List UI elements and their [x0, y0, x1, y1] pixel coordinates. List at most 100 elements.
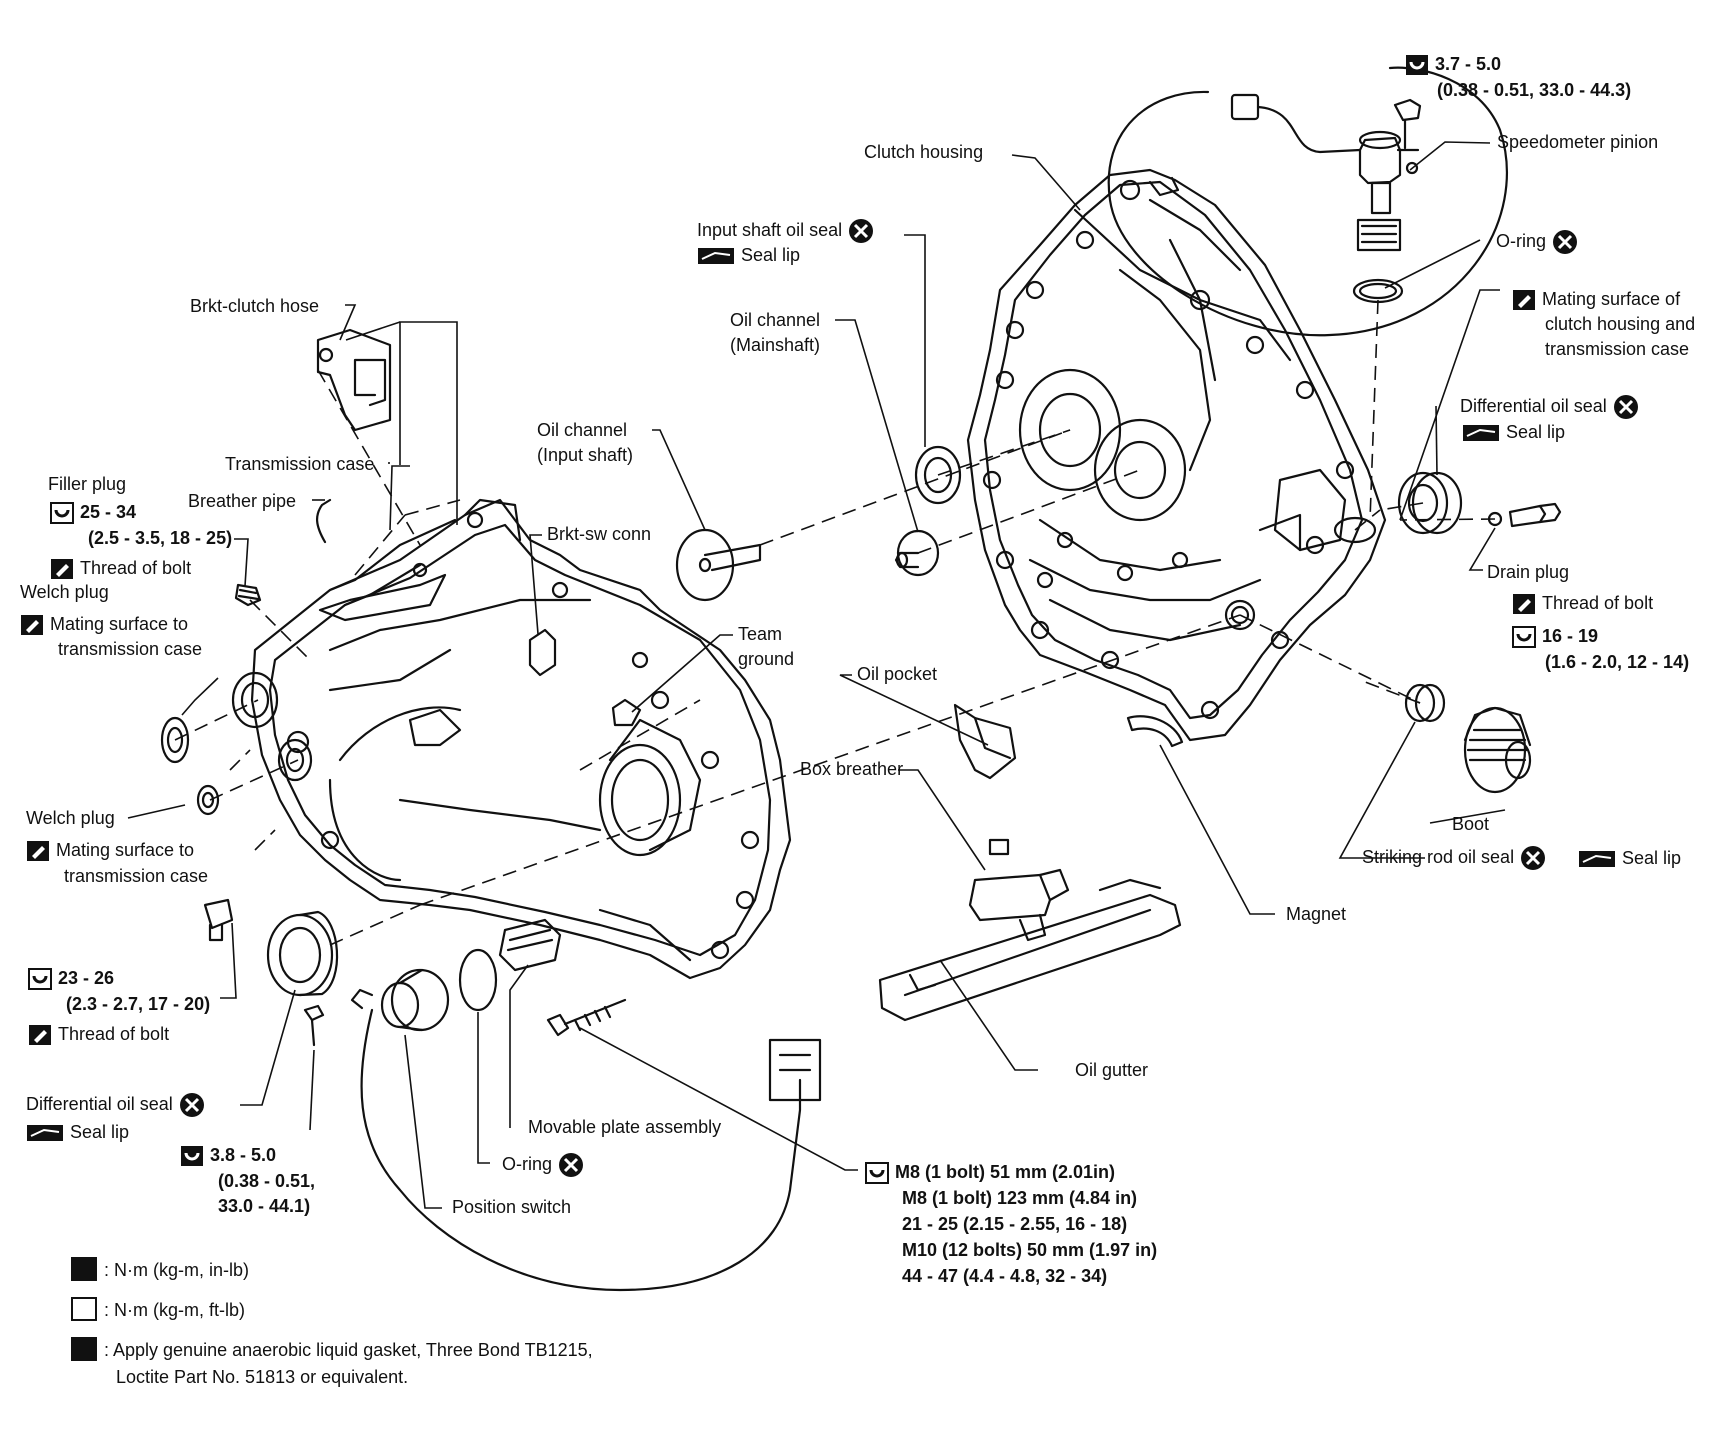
bolt-spec-line-5: 44 - 47 (4.4 - 4.8, 32 - 34) — [902, 1266, 1108, 1286]
striking-rod-oil-seal-label: Striking rod oil seal — [1362, 847, 1515, 867]
speedometer-pinion-drawing — [1107, 66, 1508, 337]
mating-surface-to-lower-label-2: transmission case — [64, 866, 209, 886]
filler-torque-value: 25 - 34 — [80, 502, 137, 522]
legend-icons — [71, 1257, 97, 1361]
position-switch-label: Position switch — [452, 1197, 572, 1217]
team-ground-sub-label: ground — [738, 649, 795, 669]
bolt-spec-line-1: M8 (1 bolt) 51 mm (2.01in) — [895, 1162, 1116, 1182]
oil-channel-mainshaft-drawing — [894, 529, 940, 577]
welch-plug-upper-label: Welch plug — [20, 582, 109, 602]
long-bolt-drawing — [546, 998, 627, 1037]
o-ring-upper-label: O-ring — [1496, 231, 1547, 251]
mating-surface-to-lower-label: Mating surface to — [56, 840, 195, 860]
legend-ft-lb: : N·m (kg-m, ft-lb) — [104, 1300, 245, 1320]
oil-channel-mainshaft-label: Oil channel — [730, 310, 821, 330]
bolt-spec-line-3: 21 - 25 (2.15 - 2.55, 16 - 18) — [902, 1214, 1128, 1234]
transmission-case-label: Transmission case — [225, 454, 375, 474]
mating-surface-clutch-label-3: transmission case — [1545, 339, 1690, 359]
plug-torque-value: 23 - 26 — [58, 968, 115, 988]
torque-in-lb-icon — [71, 1257, 97, 1281]
filler-torque-values: (2.5 - 3.5, 18 - 25) — [88, 528, 233, 548]
boot-drawing — [1463, 706, 1532, 794]
differential-oil-seal-left-label: Differential oil seal — [26, 1094, 173, 1114]
drain-torque-value: 16 - 19 — [1542, 626, 1599, 646]
drain-plug-label: Drain plug — [1487, 562, 1570, 582]
switch-torque-values: (0.38 - 0.51, — [218, 1171, 316, 1191]
boot-label: Boot — [1452, 814, 1490, 834]
oil-pocket-drawing — [953, 703, 1017, 780]
oil-gutter-label: Oil gutter — [1075, 1060, 1149, 1080]
liquid-gasket-icon — [29, 1025, 51, 1046]
oil-channel-input-sub-label: (Input shaft) — [537, 445, 634, 465]
speedo-torque-value: 3.7 - 5.0 — [1435, 54, 1502, 74]
oil-channel-input-shaft-drawing — [675, 528, 762, 602]
liquid-gasket-icon — [1513, 290, 1535, 311]
oil-pocket-label: Oil pocket — [857, 664, 938, 684]
liquid-gasket-icon — [1513, 594, 1535, 615]
brkt-sw-conn-drawing — [528, 628, 557, 677]
oil-channel-mainshaft-sub-label: (Mainshaft) — [730, 335, 821, 355]
leader-lines — [127, 141, 1506, 1209]
magnet-drawing — [1126, 715, 1184, 748]
liquid-gasket-icon — [27, 841, 49, 862]
replace-x-icon — [849, 219, 874, 244]
mating-surface-to-upper-label-2: transmission case — [58, 639, 203, 659]
differential-oil-seal-left-drawing — [266, 910, 339, 997]
legend-gasket-2: Loctite Part No. 51813 or equivalent. — [116, 1367, 409, 1387]
o-ring-lower-label: O-ring — [502, 1154, 553, 1174]
movable-plate-assembly-drawing — [498, 918, 562, 972]
team-ground-drawing — [611, 698, 642, 727]
filler-plug-drawing — [234, 583, 262, 607]
input-shaft-oil-seal-drawing — [914, 445, 962, 505]
seal-lip-label: Seal lip — [70, 1122, 130, 1142]
speedo-torque-values: (0.38 - 0.51, 33.0 - 44.3) — [1437, 80, 1632, 100]
speedometer-pinion-label: Speedometer pinion — [1497, 132, 1659, 152]
seal-lip-grease-icon — [27, 1125, 63, 1142]
switch-torque-values-2: 33.0 - 44.1) — [218, 1196, 311, 1216]
drain-torque-values: (1.6 - 2.0, 12 - 14) — [1545, 652, 1690, 672]
bolt-spec-line-2: M8 (1 bolt) 123 mm (4.84 in) — [902, 1188, 1138, 1208]
drain-plug-drawing — [1487, 502, 1562, 528]
replace-x-icon — [179, 1093, 204, 1118]
replace-x-icon — [1613, 395, 1638, 420]
replace-x-icon — [559, 1153, 584, 1178]
torque-ft-lb-icon — [50, 502, 74, 525]
clutch-housing-drawing — [966, 168, 1387, 742]
o-ring-lower-drawing — [458, 948, 498, 1012]
striking-rod-seal-drawing — [1404, 683, 1446, 723]
breather-pipe-label: Breather pipe — [188, 491, 297, 511]
seal-lip-grease-icon — [698, 248, 734, 265]
torque-ft-lb-icon — [1512, 626, 1536, 649]
torque-ft-lb-icon — [28, 968, 52, 991]
filler-plug-label: Filler plug — [48, 474, 127, 494]
position-switch-drawing — [350, 968, 822, 1292]
switch-torque-value: 3.8 - 5.0 — [210, 1145, 277, 1165]
legend-gasket: : Apply genuine anaerobic liquid gasket,… — [104, 1340, 593, 1360]
liquid-gasket-icon — [21, 615, 43, 636]
replace-x-icon — [1553, 230, 1578, 255]
bolt-spec-line-4: M10 (12 bolts) 50 mm (1.97 in) — [902, 1240, 1158, 1260]
movable-plate-assembly-label: Movable plate assembly — [528, 1117, 722, 1137]
replace-x-icon — [1521, 846, 1546, 871]
input-shaft-oil-seal-label: Input shaft oil seal — [697, 220, 843, 240]
legend-in-lb: : N·m (kg-m, in-lb) — [104, 1260, 249, 1280]
breather-pipe-drawing — [316, 498, 332, 544]
welch-plug-upper-drawing — [160, 716, 190, 764]
differential-oil-seal-right-drawing — [1397, 471, 1463, 535]
seal-lip-grease-icon — [1463, 425, 1499, 442]
liquid-gasket-icon — [51, 559, 73, 580]
oil-gutter-drawing — [878, 878, 1182, 1022]
switch-bolt-drawing — [303, 1004, 325, 1047]
torque-in-lb-icon — [1406, 55, 1428, 76]
torque-ft-lb-icon — [71, 1297, 97, 1321]
torque-ft-lb-icon — [865, 1162, 889, 1185]
brkt-clutch-hose-label: Brkt-clutch hose — [190, 296, 320, 316]
seal-lip-grease-icon — [1579, 851, 1615, 868]
torque-in-lb-icon — [181, 1146, 203, 1167]
seal-lip-label: Seal lip — [741, 245, 801, 265]
plug-torque-values: (2.3 - 2.7, 17 - 20) — [66, 994, 211, 1014]
oil-channel-input-label: Oil channel — [537, 420, 628, 440]
seal-lip-label: Seal lip — [1506, 422, 1566, 442]
seal-lip-label: Seal lip — [1622, 848, 1682, 868]
